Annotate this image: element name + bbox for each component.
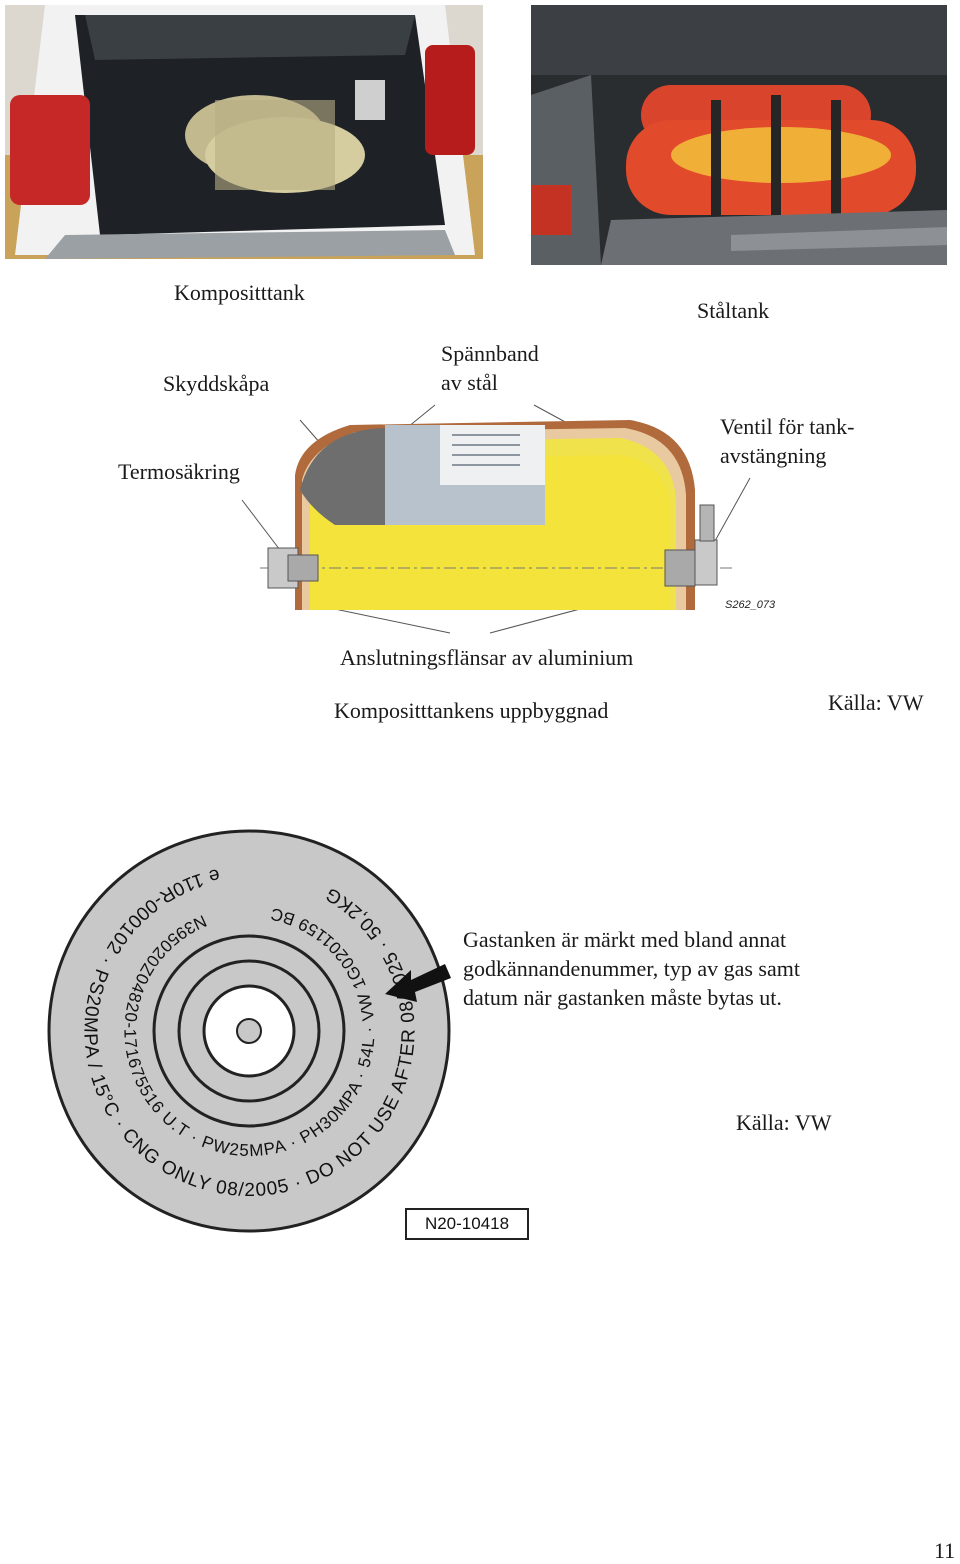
page-number: 11 [934,1538,956,1563]
diagram-code-text: S262_073 [725,599,776,611]
composite-tank-photo [5,5,483,259]
tank-marking-disc: e 110R-000102 · PS20MPA / 15°C · CNG ONL… [44,826,454,1236]
source-bottom: Källa: VW [736,1110,832,1135]
label-staltank: Ståltank [697,298,770,323]
description-line-3: datum när gastanken måste bytas ut. [463,985,782,1010]
ref-code: N20-10418 [424,1214,510,1233]
tank-cross-section-diagram: S262_073 [240,400,776,645]
description-line-2: godkännandenummer, typ av gas samt [463,956,800,981]
label-skyddskapa: Skyddskåpa [163,371,270,396]
description-line-1: Gastanken är märkt med bland annat [463,927,787,952]
label-ventil-1: Ventil för tank- [720,414,855,439]
label-termosakring: Termosäkring [118,459,240,484]
label-anslutning: Anslutningsflänsar av aluminium [340,645,634,670]
label-kompositttank: Kompositttank [174,280,305,305]
source-top: Källa: VW [828,690,924,715]
label-ventil-2: avstängning [720,443,827,468]
label-spannband-1: Spännband [441,341,539,366]
steel-tank-photo [531,5,947,265]
arrow-icon [385,958,455,1008]
caption-top: Kompositttankens uppbyggnad [334,698,609,723]
ref-code-box: N20-10418 [405,1208,529,1240]
label-spannband-2: av stål [441,370,498,395]
